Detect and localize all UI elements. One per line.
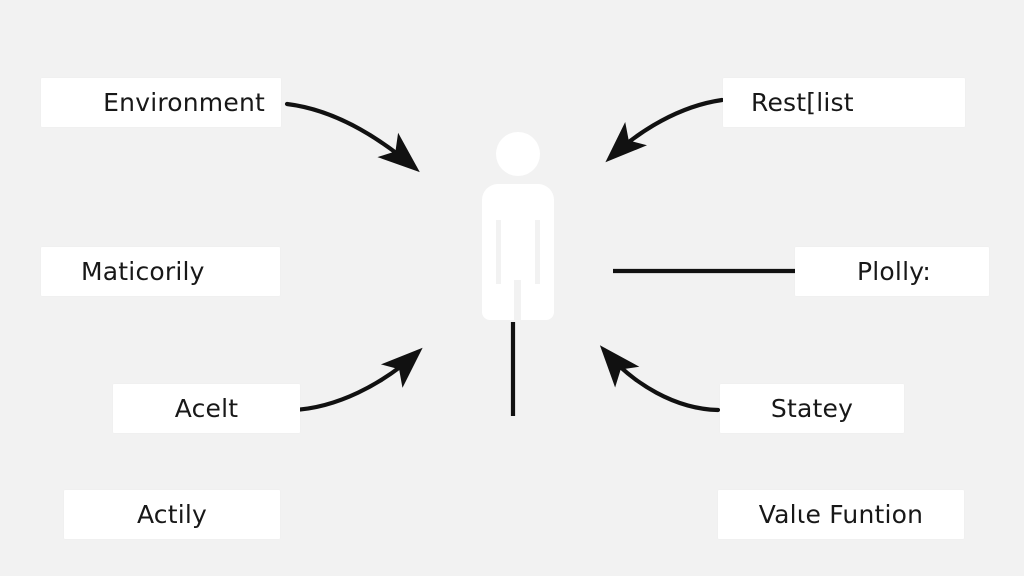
node-environment-label: Environment [103, 88, 265, 117]
edge-acelt-to-agent [290, 347, 423, 413]
node-acelt-label: Acelt [174, 394, 239, 423]
edge-restlist-to-agent [605, 97, 725, 163]
node-value-function[interactable]: Valιe Funtion [718, 490, 964, 539]
person-figure-icon [470, 132, 562, 322]
node-statey-label: Statey [770, 394, 854, 423]
person-right-arm-gap [535, 220, 540, 284]
person-head-icon [496, 132, 540, 176]
node-environment[interactable]: Environment [41, 78, 281, 127]
node-maticorily[interactable]: Maticorily [41, 247, 280, 296]
node-value-function-label: Valιe Funtion [758, 500, 924, 529]
edge-environment-to-agent [284, 101, 420, 173]
edge-statey-to-agent [599, 345, 721, 413]
node-restlist[interactable]: Rest[list [723, 78, 965, 127]
node-actily-label: Actily [136, 500, 208, 529]
node-plolly-label: Plolly: [857, 257, 932, 286]
person-left-arm-gap [496, 220, 501, 284]
node-acelt[interactable]: Acelt [113, 384, 300, 433]
person-leg-gap [514, 280, 521, 322]
node-actily[interactable]: Actily [64, 490, 280, 539]
node-statey[interactable]: Statey [720, 384, 904, 433]
node-restlist-label: Rest[list [751, 88, 854, 117]
node-plolly[interactable]: Plolly: [795, 247, 989, 296]
node-maticorily-label: Maticorily [81, 257, 205, 286]
